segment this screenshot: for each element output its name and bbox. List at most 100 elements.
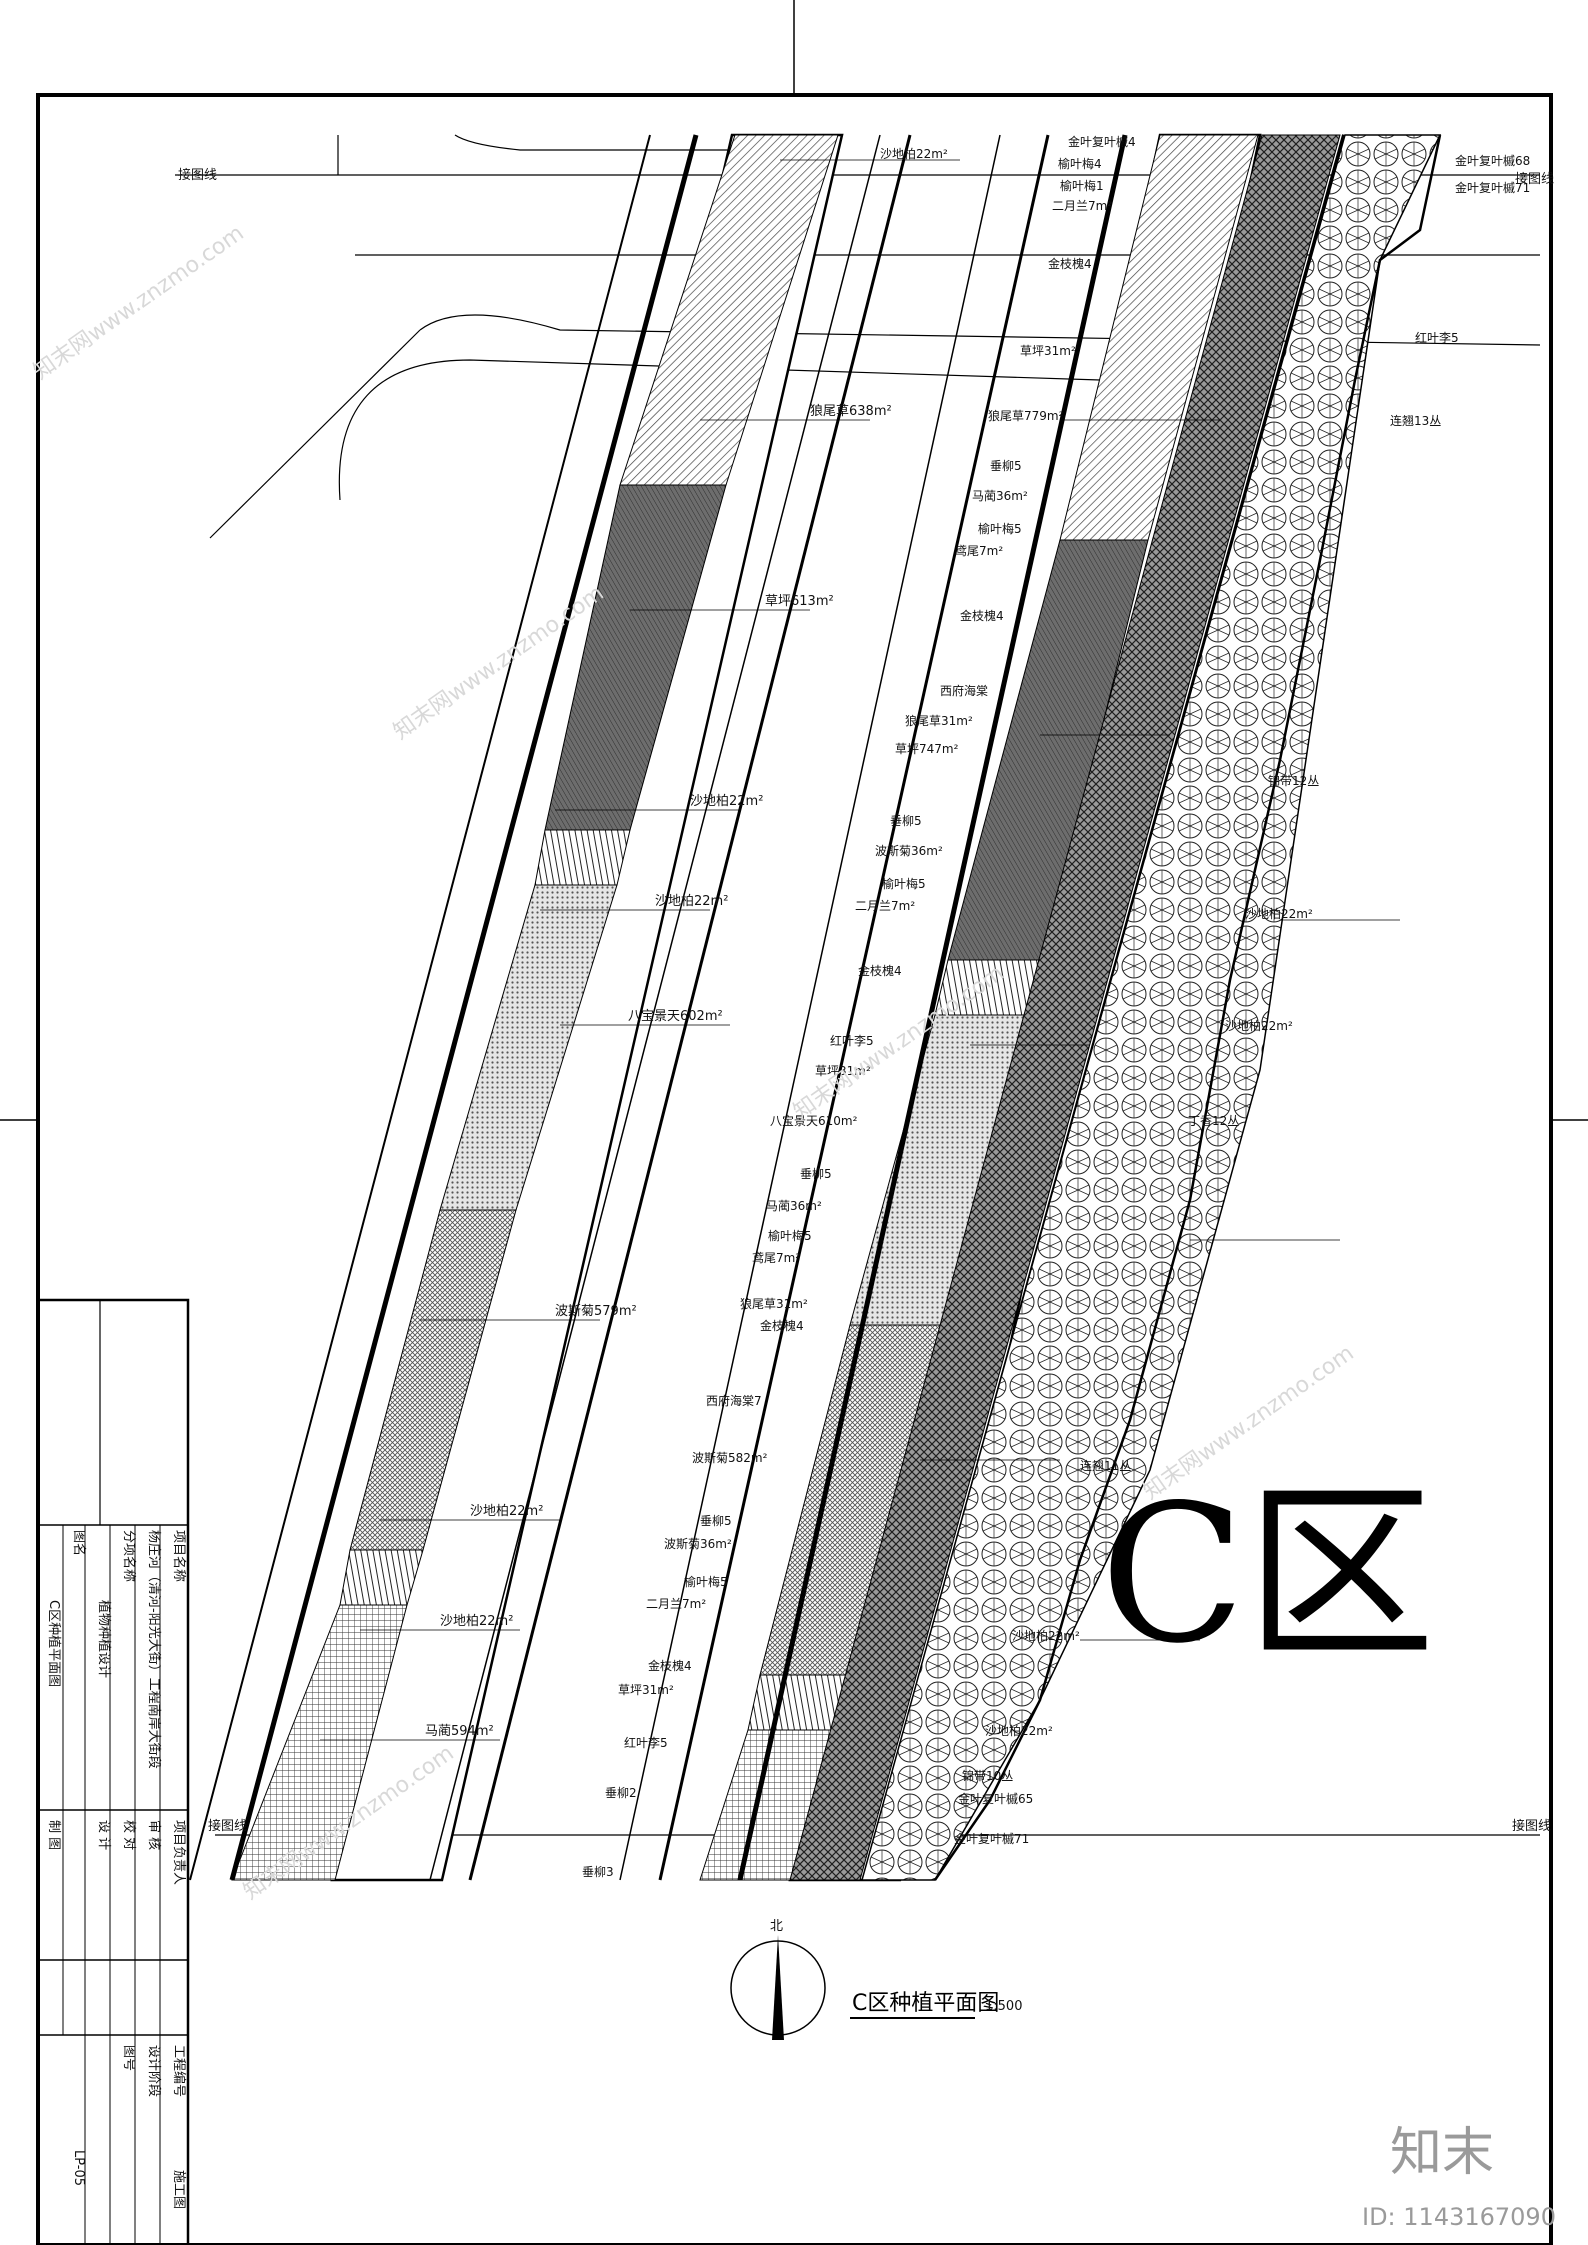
plant-label: 垂柳2 [605,1786,637,1800]
north-label: 北 [770,1919,783,1934]
drawing-title: C区种植平面图 1:500 [850,1991,1022,2019]
match-line-label: 接图线 [208,1818,247,1834]
plant-label: 波斯菊36m² [664,1537,732,1551]
plant-label: 草坪31m² [1020,344,1076,358]
plant-label: 金叶复叶槭4 [1068,134,1136,149]
plant-label: 西府海棠 [940,683,988,698]
plant-label: 红叶李5 [624,1735,668,1750]
plant-label: 红叶李5 [830,1033,874,1048]
plant-label: 草坪31m² [618,1683,674,1697]
plant-label: 金叶复叶槭65 [958,1791,1033,1806]
plant-label: 榆叶梅5 [978,521,1022,536]
project-leader: 项目负责人 [171,1820,186,1885]
plant-label: 沙地柏22m² [1245,906,1313,921]
plant-label: 狼尾草779m² [988,408,1064,423]
plant-label: 二月兰7m² [646,1597,706,1611]
plant-label: 沙地柏22m² [655,894,728,909]
item-name-label: 分项名称 [121,1530,137,1582]
plant-label: 金叶复叶槭68 [1455,153,1530,168]
match-line-label: 接图线 [1512,1818,1551,1834]
plant-label: 波斯菊582m² [692,1451,768,1465]
leader-lines [320,159,1400,1741]
drawing-name-label: 图名 [71,1530,87,1556]
plant-label: 波斯菊36m² [875,844,943,858]
plant-label: 狼尾草31m² [740,1296,808,1311]
plant-label: 榆叶梅5 [684,1574,728,1589]
plant-label: 沙地柏22m² [985,1723,1053,1738]
north-arrow: 北 [730,1919,826,2040]
review: 审 核 [146,1820,161,1850]
plant-label: 金叶复叶槭71 [954,1831,1029,1846]
drawing-title-text: C区种植平面图 [852,1991,999,2016]
plant-label: 连翘11丛 [1080,1458,1131,1473]
left-strip-labels: 狼尾草638m² 草坪613m² 沙地柏22m² 沙地柏22m² 八宝景天602… [425,404,892,1739]
plant-label: 狼尾草638m² [810,404,892,419]
plant-label: 八宝景天602m² [628,1009,723,1024]
plant-label: 沙地柏22m² [440,1614,513,1629]
plant-label: 马蔺594m² [425,1724,494,1739]
middle-strip-labels: 沙地柏22m² 金叶复叶槭4 榆叶梅4 榆叶梅1 二月兰7m² 金枝槐4 草坪3… [582,134,1136,1879]
title-block-text: 项目名称 杨庄河（清河-阳光大街）工程南岸大街段 分项名称 植物种植设计 图名 … [46,1530,187,2209]
item-name-value: 植物种植设计 [96,1600,111,1678]
plant-label: 丁香12丛 [1188,1114,1239,1128]
plant-label: 垂柳5 [990,459,1022,473]
stage-value: 施工图 [171,2170,186,2209]
plant-label: 二月兰7m² [1052,199,1112,213]
plant-label: 垂柳3 [582,1865,614,1879]
footer-id: ID: 1143167090 [1362,2203,1556,2231]
right-tree-band [861,134,1442,1881]
plant-label: 锦带12丛 [1268,774,1319,788]
plant-label: 金叶复叶槭71 [1455,180,1530,195]
plant-label: 榆叶梅1 [1060,178,1104,193]
drawing-scale: 1:500 [985,1999,1022,2014]
plant-label: 西府海棠7 [706,1393,762,1408]
plant-label: 垂柳5 [890,814,922,828]
plant-label: 草坪31m² [815,1064,871,1078]
left-planting-strip [189,133,912,1882]
plant-label: 金枝槐4 [858,963,902,978]
plant-label: 马蔺36m² [766,1199,822,1213]
plant-label: 榆叶梅5 [882,876,926,891]
plant-label: 狼尾草31m² [905,713,973,728]
plant-label: 锦带10丛 [962,1769,1013,1783]
plant-label: 沙地柏22m² [470,1504,543,1519]
plant-label: 榆叶梅4 [1058,156,1102,171]
plant-label: 垂柳5 [800,1167,832,1181]
watermark: 知末网www.znzmo.com [29,221,249,385]
zone-big-label: C区 [1100,1464,1435,1685]
project-no: 工程编号 [171,2045,186,2097]
plant-label: 沙地柏22m² [690,794,763,809]
footer-brand: 知末 [1390,2123,1494,2183]
plant-label: 榆叶梅5 [768,1228,812,1243]
plant-label: 二月兰7m² [855,899,915,913]
plant-label: 马蔺36m² [972,489,1028,503]
project-name-value: 杨庄河（清河-阳光大街）工程南岸大街段 [146,1530,162,1769]
plant-label: 金枝槐4 [760,1318,804,1333]
plant-label: 沙地柏22m² [880,146,948,161]
plant-label: 鸢尾7m² [752,1251,800,1265]
drawing-no-label: 图号 [121,2045,136,2071]
plant-label: 草坪747m² [895,742,959,756]
sheet-number: LP-05 [71,2150,86,2186]
plant-label: 沙地柏22m² [1012,1628,1080,1643]
draw: 制 图 [46,1820,61,1850]
plant-label: 鸢尾7m² [955,544,1003,558]
plant-label: 草坪613m² [765,594,834,609]
plant-label: 连翘13丛 [1390,413,1441,428]
right-strip-labels: 金叶复叶槭68 金叶复叶槭71 红叶李5 连翘13丛 锦带12丛 沙地柏22m²… [954,153,1530,1846]
check: 校 对 [121,1820,137,1850]
match-line-label: 接图线 [178,167,217,183]
design: 设 计 [96,1820,111,1850]
title-block [36,1298,190,2245]
plant-label: 金枝槐4 [960,608,1004,623]
plant-label: 金枝槐4 [648,1658,692,1673]
plant-label: 垂柳5 [700,1514,732,1528]
plant-label: 沙地柏22m² [1225,1018,1293,1033]
drawing-name-value: C区种植平面图 [46,1600,61,1687]
project-name-label: 项目名称 [171,1530,187,1582]
plant-label: 八宝景天610m² [770,1114,858,1128]
plant-label: 波斯菊579m² [555,1304,637,1319]
plant-label: 金枝槐4 [1048,256,1092,271]
middle-planting-strip [619,133,1348,1882]
